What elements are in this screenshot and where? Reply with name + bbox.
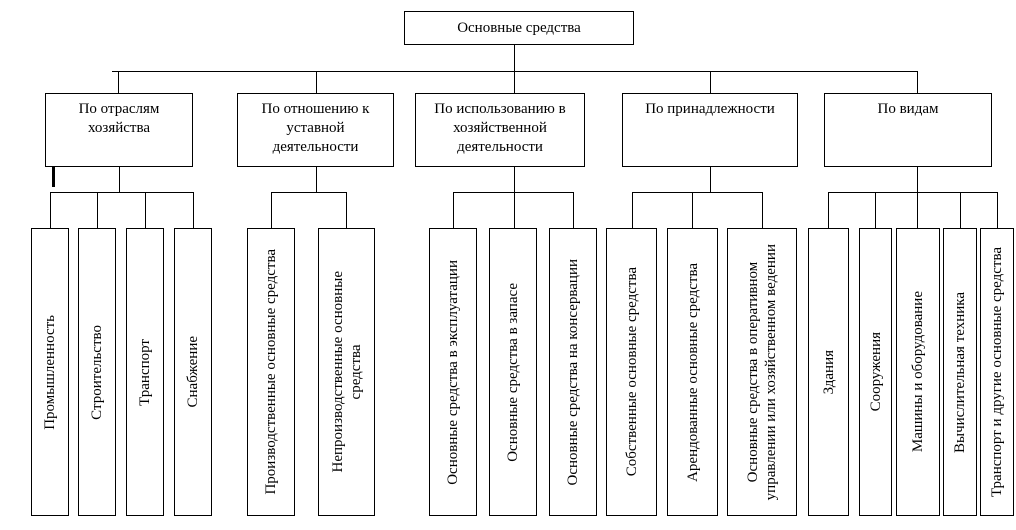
connector-vertical bbox=[917, 71, 918, 93]
connector-vertical bbox=[762, 192, 763, 228]
leaf-node: Промышленность bbox=[31, 228, 69, 516]
connector-vertical bbox=[917, 192, 918, 228]
connector-vertical bbox=[316, 71, 317, 93]
connector-vertical bbox=[997, 192, 998, 228]
connector-vertical bbox=[828, 192, 829, 228]
connector-horizontal bbox=[271, 192, 347, 193]
leaf-node: Снабжение bbox=[174, 228, 212, 516]
connector-vertical bbox=[917, 167, 918, 192]
leaf-node: Основные средства в оперативном управлен… bbox=[727, 228, 797, 516]
category-node-economic-usage: По использованию в хозяйственной деятель… bbox=[415, 93, 585, 167]
leaf-label: Здания bbox=[820, 349, 837, 395]
leaf-label: Вычислительная техника bbox=[952, 291, 968, 453]
leaf-node: Непроизводственные основные средства bbox=[318, 228, 375, 516]
leaf-label: Основные средства в эксплуатации bbox=[445, 259, 461, 485]
connector-vertical bbox=[632, 192, 633, 228]
leaf-label: Арендованные основные средства bbox=[684, 262, 701, 482]
root-node: Основные средства bbox=[404, 11, 634, 45]
leaf-label: Основные средства на консервации bbox=[565, 258, 581, 486]
leaf-node: Основные средства в эксплуатации bbox=[429, 228, 477, 516]
category-node-statutory-activity: По отношению к уставной деятельности bbox=[237, 93, 394, 167]
leaf-node: Собственные основные средства bbox=[606, 228, 657, 516]
category-label: По использованию в хозяйственной деятель… bbox=[434, 101, 566, 155]
leaf-label: Производственные основные средства bbox=[263, 249, 279, 495]
leaf-node: Основные средства на консервации bbox=[549, 228, 597, 516]
connector-vertical bbox=[50, 192, 51, 228]
leaf-node: Сооружения bbox=[859, 228, 892, 516]
category-node-types: По видам bbox=[824, 93, 992, 167]
leaf-label: Машины и оборудование bbox=[910, 291, 926, 453]
connector-vertical bbox=[692, 192, 693, 228]
leaf-label: Промышленность bbox=[42, 314, 58, 430]
connector-vertical bbox=[118, 71, 119, 93]
connector-vertical bbox=[193, 192, 194, 228]
leaf-label: Снабжение bbox=[185, 336, 201, 408]
connector-vertical bbox=[710, 167, 711, 192]
connector-vertical bbox=[453, 192, 454, 228]
leaf-label: Основные средства в запасе bbox=[505, 282, 521, 462]
category-node-industries: По отраслям хозяйства bbox=[45, 93, 193, 167]
connector-horizontal bbox=[632, 192, 763, 193]
leaf-node: Вычислительная техника bbox=[943, 228, 977, 516]
connector-horizontal bbox=[453, 192, 574, 193]
connector-vertical bbox=[97, 192, 98, 228]
connector-vertical bbox=[514, 45, 515, 93]
leaf-node: Здания bbox=[808, 228, 849, 516]
connector-vertical bbox=[346, 192, 347, 228]
leaf-label: Основные средства в оперативном управлен… bbox=[745, 243, 779, 501]
connector-horizontal bbox=[112, 71, 918, 72]
connector-vertical bbox=[875, 192, 876, 228]
leaf-node: Основные средства в запасе bbox=[489, 228, 537, 516]
connector-vertical bbox=[573, 192, 574, 228]
connector-horizontal bbox=[50, 192, 194, 193]
category-label: По принадлежности bbox=[645, 101, 775, 117]
leaf-node: Строительство bbox=[78, 228, 116, 516]
leaf-node: Машины и оборудование bbox=[896, 228, 940, 516]
connector-horizontal bbox=[828, 192, 998, 193]
connector-vertical bbox=[119, 167, 120, 192]
category-label: По отраслям хозяйства bbox=[78, 101, 160, 136]
connector-vertical bbox=[514, 167, 515, 192]
category-node-ownership: По принадлежности bbox=[622, 93, 798, 167]
category-label: По отношению к уставной деятельности bbox=[261, 101, 370, 155]
leaf-label: Строительство bbox=[89, 324, 105, 420]
leaf-node: Арендованные основные средства bbox=[667, 228, 718, 516]
connector-vertical bbox=[710, 71, 711, 93]
leaf-label: Непроизводственные основные средства bbox=[329, 271, 364, 473]
connector-vertical bbox=[960, 192, 961, 228]
leaf-node: Производственные основные средства bbox=[247, 228, 295, 516]
stray-mark bbox=[52, 167, 55, 187]
category-label: По видам bbox=[877, 101, 939, 117]
leaf-label: Транспорт bbox=[137, 338, 153, 406]
leaf-label: Собственные основные средства bbox=[623, 267, 640, 477]
leaf-node: Транспорт bbox=[126, 228, 164, 516]
connector-vertical bbox=[271, 192, 272, 228]
leaf-label: Транспорт и другие основные средства bbox=[989, 246, 1005, 498]
connector-vertical bbox=[316, 167, 317, 192]
leaf-node: Транспорт и другие основные средства bbox=[980, 228, 1014, 516]
connector-vertical bbox=[514, 192, 515, 228]
connector-vertical bbox=[145, 192, 146, 228]
root-label: Основные средства bbox=[457, 19, 581, 36]
leaf-label: Сооружения bbox=[867, 332, 884, 412]
